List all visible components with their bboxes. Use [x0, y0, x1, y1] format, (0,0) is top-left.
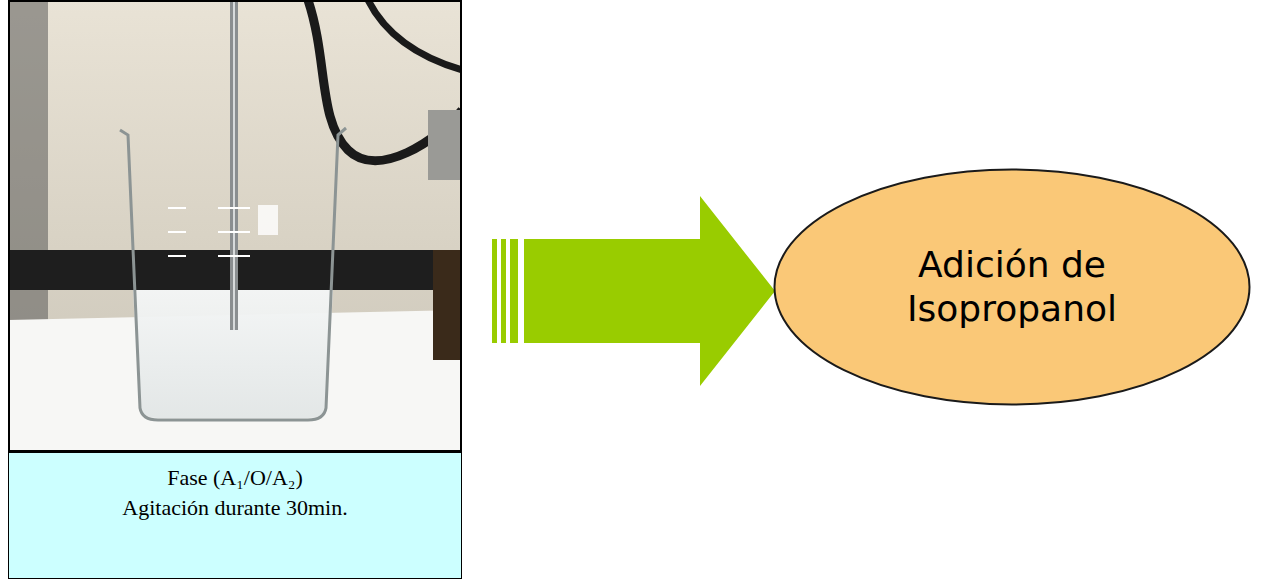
beaker-label — [258, 205, 278, 235]
photo-frame — [9, 1, 461, 451]
caption-text: Agitación durante 30min. — [9, 493, 461, 523]
caption-text: Fase (A₁/O/A₂) — [9, 463, 461, 493]
graduation-mark — [168, 231, 186, 233]
process-text: Adición de Isopropanol — [877, 243, 1147, 331]
caption-box: Fase (A₁/O/A₂)Agitación durante 30min. — [8, 452, 462, 579]
ellipse-label: Adición de Isopropanol — [773, 168, 1251, 406]
photo-step-box: Fase (A₁/O/A₂)Agitación durante 30min. — [8, 0, 462, 579]
arrow-body — [524, 196, 775, 386]
graduation-mark — [218, 207, 250, 209]
power-cable — [368, 0, 462, 70]
graduation-mark — [218, 231, 250, 233]
photo-background — [8, 0, 462, 452]
graduation-mark — [218, 255, 250, 257]
reagent-bottle — [433, 250, 462, 360]
ellipse-shape — [775, 170, 1250, 405]
block-arrow — [492, 196, 775, 386]
beaker-photo — [8, 0, 462, 452]
arrow-tail-bar — [501, 239, 506, 343]
graduation-mark — [168, 255, 186, 257]
stirrer-clamp — [428, 110, 462, 180]
process-ellipse: Adición de Isopropanol — [773, 168, 1251, 406]
arrow-tail-bar — [510, 239, 518, 343]
rod-highlight — [233, 0, 235, 330]
stirring-rod — [230, 0, 238, 330]
arrow-tail-bar — [492, 239, 497, 343]
graduation-mark — [168, 207, 186, 209]
ellipse-outline — [773, 168, 1251, 406]
